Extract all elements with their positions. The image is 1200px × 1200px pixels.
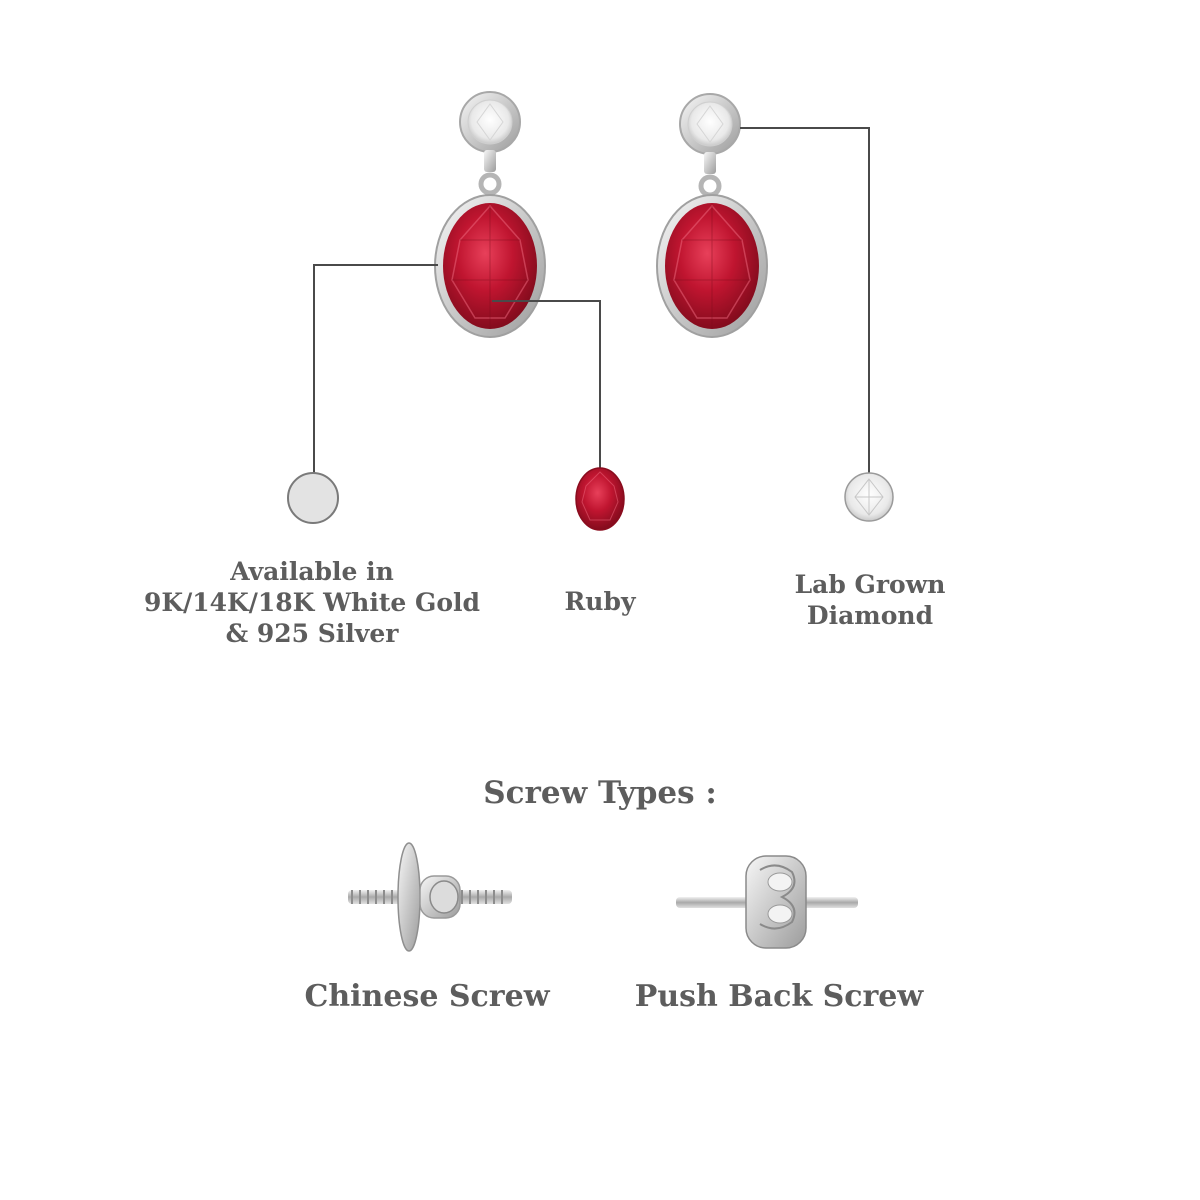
diamond-callout-label: Lab Grown Diamond: [795, 569, 946, 631]
ruby-swatch: [575, 467, 625, 531]
diamond-callout-line-2: Diamond: [806, 601, 934, 630]
ruby-callout-line-1: Ruby: [564, 587, 636, 616]
screw-types-heading: Screw Types :: [483, 775, 717, 811]
ruby-callout-label: Ruby: [565, 586, 636, 617]
metal-swatch: [287, 472, 339, 524]
push-back-screw-label: Push Back Screw: [634, 979, 924, 1014]
metal-callout-label: Available in 9K/14K/18K White Gold & 925…: [144, 556, 480, 649]
earring-right: [656, 93, 768, 338]
ruby-leader-line: [492, 300, 601, 468]
metal-leader-line: [313, 264, 438, 476]
metal-callout-line-2: 9K/14K/18K White Gold: [143, 588, 481, 617]
chinese-screw-illustration: [348, 842, 512, 952]
metal-callout-line-3: & 925 Silver: [225, 619, 399, 648]
diamond-swatch: [844, 472, 894, 522]
metal-callout-line-1: Available in: [230, 557, 394, 586]
diamond-callout-line-1: Lab Grown: [794, 570, 946, 599]
push-back-screw-illustration: [676, 855, 858, 949]
chinese-screw-label: Chinese Screw: [304, 979, 550, 1014]
leader-lines: [313, 127, 870, 476]
diamond-leader-line: [740, 127, 870, 476]
